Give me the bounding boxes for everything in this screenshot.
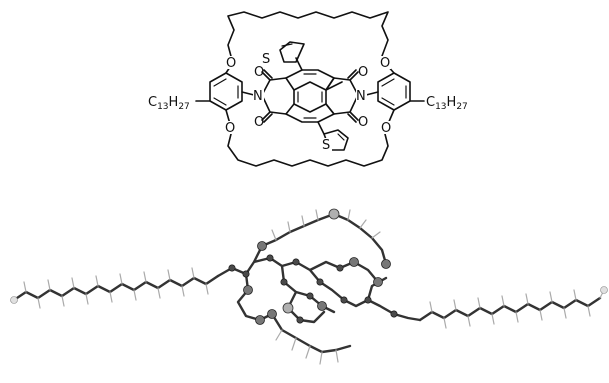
oxygen-label-top-right: O [380,56,390,71]
carbonyl-oxygen-1: O [254,65,264,80]
nitrogen-label-left: N [253,89,263,104]
ndi-core [261,69,359,123]
nitrogen-label-right: N [356,89,366,104]
right-crystal-chain [418,296,602,322]
left-alkyl-label: C13H27 [148,95,190,112]
thiophene-top [279,41,305,71]
carbonyl-oxygen-2: O [254,115,264,130]
carbonyl-oxygen-4: O [358,115,368,130]
top-alkyl-bridge [227,11,389,61]
crystal-structure [10,208,608,365]
crystal-atoms [10,208,608,325]
right-alkyl-label: C13H27 [426,95,468,112]
sulfur-label-bottom: S [322,138,330,153]
bottom-alkyl-bridge [227,129,389,167]
structural-formula: O O O O N N O O O O S S C13H27 C13H27 [148,11,468,167]
left-crystal-chain [12,274,220,302]
oxygen-label-bottom-right: O [381,121,391,136]
sulfur-label-top: S [262,52,270,67]
oxygen-label-top-left: O [226,56,236,71]
carbonyl-oxygen-3: O [358,65,368,80]
oxygen-label-bottom-left: O [225,121,235,136]
atom-labels: O O O O N N O O O O S S [225,52,392,153]
